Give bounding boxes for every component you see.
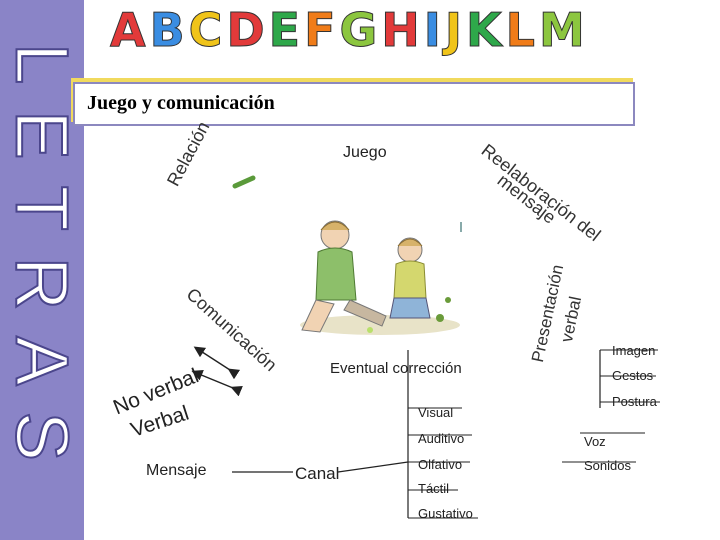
visual-label: Visual xyxy=(418,405,453,420)
auditivo-label: Auditivo xyxy=(418,431,464,446)
gestos-label: Gestos xyxy=(612,368,653,383)
imagen-label: Imagen xyxy=(612,343,655,358)
canal-label: Canal xyxy=(295,464,339,484)
gustativo-label: Gustativo xyxy=(418,506,473,521)
juego-label: Juego xyxy=(343,144,387,162)
sonidos-label: Sonidos xyxy=(584,458,631,473)
postura-label: Postura xyxy=(612,394,657,409)
olfativo-label: Olfativo xyxy=(418,457,462,472)
eventual-correccion-label: Eventual corrección xyxy=(330,360,462,377)
tactil-label: Táctil xyxy=(418,481,449,496)
mensaje-label: Mensaje xyxy=(146,462,206,480)
voz-label: Voz xyxy=(584,434,606,449)
